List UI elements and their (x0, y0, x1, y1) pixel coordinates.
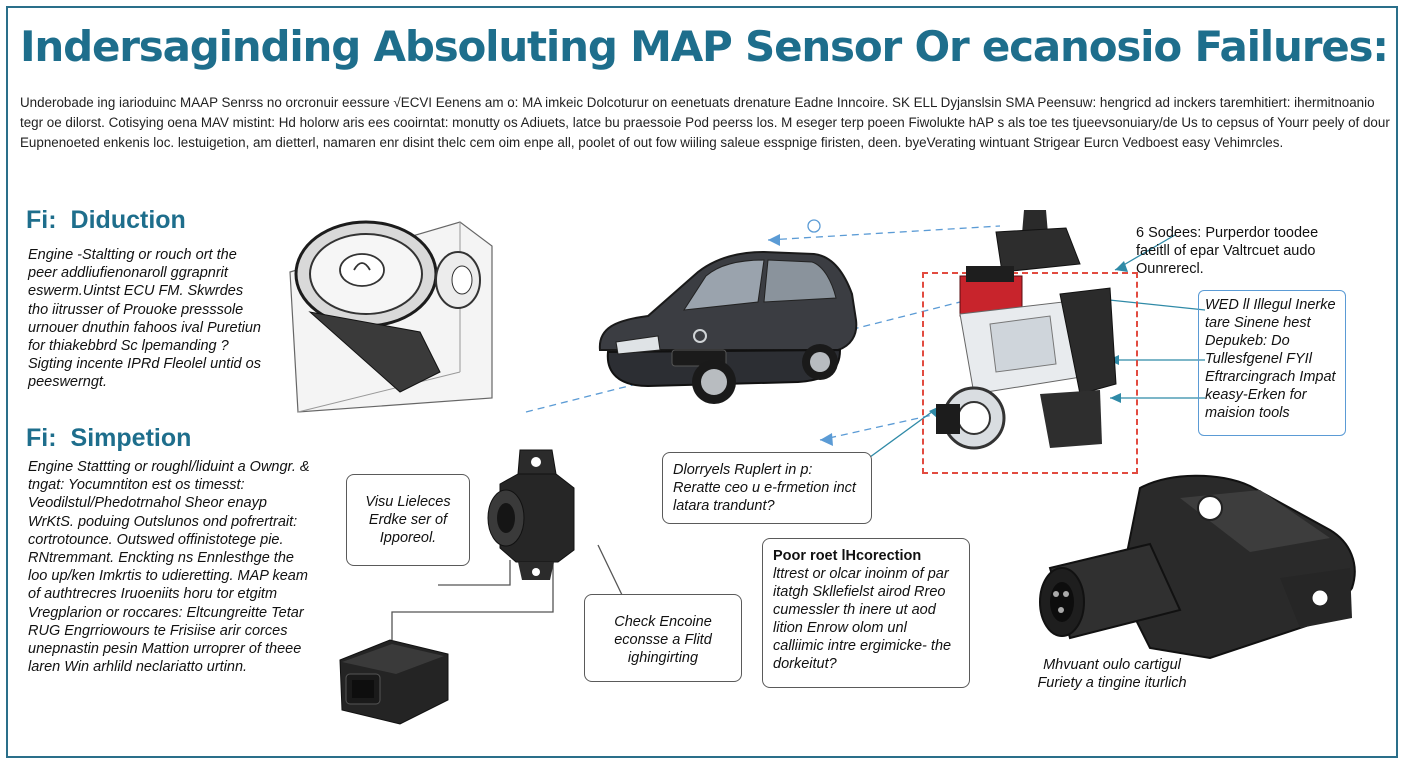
small-map-sensor-icon (487, 449, 575, 580)
top-right-label: 6 Sodees: Purperdor toodee faeitll of ep… (1136, 225, 1319, 277)
section1-text: Engine -Staltting or rouch ort the peer … (28, 247, 261, 391)
leader-anchor-dot (807, 219, 821, 233)
info-box (1198, 290, 1346, 436)
arrowhead-3 (1115, 261, 1128, 272)
arrowhead-6 (1110, 393, 1121, 403)
sedan-car-icon (598, 250, 858, 404)
section2-number: Fi: (26, 424, 57, 452)
section2-heading: Fi: Simpetion (26, 424, 191, 453)
arrowhead-2 (820, 433, 833, 446)
diagnosis-callout: Dlorryels Ruplert in p: Reratte ceo u e-… (662, 452, 872, 524)
intro-paragraph: Underobade ing iarioduinc MAAP Senrss no… (20, 95, 1390, 150)
diagnosis-text: Dlorryels Ruplert in p: Reratte ceo u e-… (673, 462, 856, 514)
section2-title: Simpetion (70, 424, 192, 452)
leader-visual-box (438, 560, 511, 586)
leader-base-to-sensor (525, 299, 969, 413)
map-sensor-closeup-icon (1039, 474, 1356, 660)
check-engine-callout: Check Encoine econsse a Flitd ighingirti… (584, 594, 742, 682)
check-engine-text: Check Encoine econsse a Flitd ighingirti… (614, 614, 712, 666)
diaphragm-sensor-illustration-icon (289, 220, 493, 413)
leader-check-engine (597, 544, 624, 598)
section1-number: Fi: (26, 206, 57, 234)
leader-diagnosis-box (865, 405, 941, 461)
section1-title: Diduction (70, 206, 186, 234)
page-frame (6, 6, 1398, 758)
visual-inspection-text: Visu Lieleces Erdke ser of Ipporeol. (365, 494, 451, 546)
poor-connection-callout: Poor roet lHcorection lttrest or olcar i… (762, 538, 970, 688)
arrowhead-1 (768, 234, 780, 246)
poor-connection-heading: Poor roet lHcorection (773, 548, 922, 564)
bottom-right-label: Mhvuant oulo cartigul Furiety a tingine … (1037, 657, 1187, 691)
map-sensor-cutaway-icon (936, 210, 1117, 450)
section1-heading: Fi: Diduction (26, 206, 186, 235)
section2-text: Engine Stattting or roughl/liduint a Own… (28, 459, 310, 676)
sensor-highlight-box (922, 272, 1138, 474)
poor-connection-text: lttrest or olcar inoinm of par itatgh Sk… (773, 566, 952, 672)
leader-car-to-sensor (767, 225, 1001, 241)
wiring-connector-icon (339, 639, 449, 725)
page-title: Indersaginding Absoluting MAP Sensor Or … (20, 22, 1389, 71)
info-box-label: WED ll Illegul Inerke tare Sinene hest D… (1205, 297, 1336, 421)
visual-inspection-callout: Visu Lieleces Erdke ser of Ipporeol. (346, 474, 470, 566)
leader-connector (391, 560, 554, 640)
